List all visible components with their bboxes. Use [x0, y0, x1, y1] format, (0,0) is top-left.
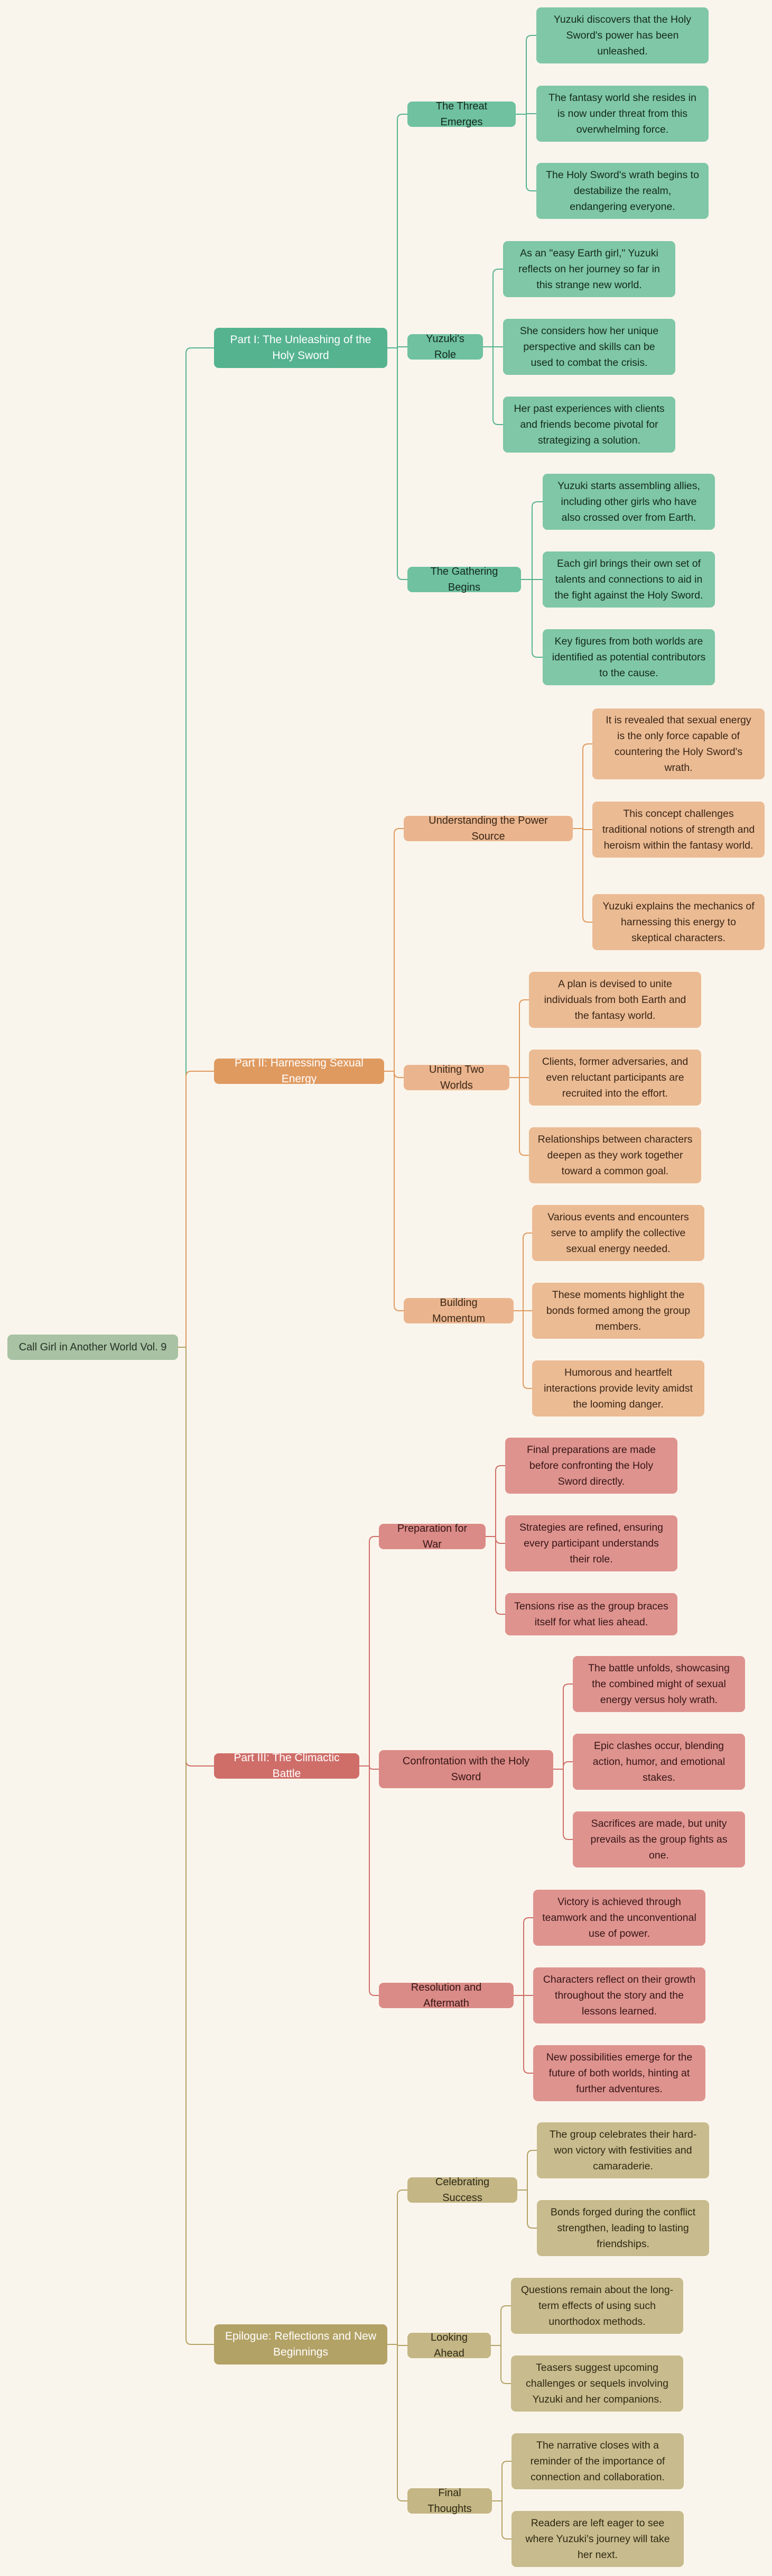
point-2-2-2: Clients, former adversaries, and even re…: [529, 1050, 701, 1106]
point-1-3-3: Key figures from both worlds are identif…: [543, 629, 715, 685]
part-1-node[interactable]: Part I: The Unleashing of the Holy Sword: [214, 328, 387, 368]
point-4-3-1: The narrative closes with a reminder of …: [511, 2433, 684, 2489]
topic-2-2-node[interactable]: Uniting Two Worlds: [404, 1064, 509, 1091]
point-3-1-2: Strategies are refined, ensuring every p…: [505, 1515, 677, 1571]
topic-2-3-node[interactable]: Building Momentum: [404, 1297, 514, 1324]
root-node[interactable]: Call Girl in Another World Vol. 9: [7, 1335, 178, 1360]
topic-4-3-node[interactable]: Final Thoughts: [407, 2487, 492, 2515]
topic-4-2-node[interactable]: Looking Ahead: [407, 2332, 491, 2359]
point-2-3-3: Humorous and heartfelt interactions prov…: [532, 1360, 704, 1416]
point-2-2-1: A plan is devised to unite individuals f…: [529, 972, 701, 1028]
point-1-1-1: Yuzuki discovers that the Holy Sword's p…: [536, 7, 709, 63]
point-3-2-1: The battle unfolds, showcasing the combi…: [573, 1656, 745, 1712]
point-2-3-2: These moments highlight the bonds formed…: [532, 1283, 704, 1339]
topic-2-1-node[interactable]: Understanding the Power Source: [404, 815, 573, 842]
topic-1-3-node[interactable]: The Gathering Begins: [407, 566, 521, 593]
topic-4-1-node[interactable]: Celebrating Success: [407, 2176, 517, 2204]
point-3-1-1: Final preparations are made before confr…: [505, 1438, 677, 1494]
point-3-2-2: Epic clashes occur, blending action, hum…: [573, 1734, 745, 1790]
point-4-1-2: Bonds forged during the conflict strengt…: [537, 2200, 709, 2256]
point-4-3-2: Readers are left eager to see where Yuzu…: [511, 2511, 684, 2567]
point-2-1-1: It is revealed that sexual energy is the…: [592, 709, 765, 779]
point-3-3-1: Victory is achieved through teamwork and…: [533, 1890, 705, 1946]
point-2-2-3: Relationships between characters deepen …: [529, 1127, 701, 1183]
topic-3-2-node[interactable]: Confrontation with the Holy Sword: [379, 1750, 553, 1788]
point-2-1-3: Yuzuki explains the mechanics of harness…: [592, 894, 765, 950]
topic-3-3-node[interactable]: Resolution and Aftermath: [379, 1982, 514, 2009]
topic-1-2-node[interactable]: Yuzuki's Role: [407, 333, 483, 361]
point-1-3-1: Yuzuki starts assembling allies, includi…: [543, 474, 715, 530]
point-3-1-3: Tensions rise as the group braces itself…: [505, 1593, 677, 1635]
point-1-2-2: She considers how her unique perspective…: [503, 319, 675, 375]
point-1-2-1: As an "easy Earth girl," Yuzuki reflects…: [503, 241, 675, 297]
point-3-3-3: New possibilities emerge for the future …: [533, 2045, 705, 2101]
point-1-1-3: The Holy Sword's wrath begins to destabi…: [536, 163, 709, 219]
topic-3-1-node[interactable]: Preparation for War: [379, 1523, 486, 1550]
point-3-2-3: Sacrifices are made, but unity prevails …: [573, 1811, 745, 1867]
part-2-node[interactable]: Part II: Harnessing Sexual Energy: [214, 1057, 384, 1085]
point-4-2-1: Questions remain about the long-term eff…: [511, 2278, 683, 2334]
part-3-node[interactable]: Part III: The Climactic Battle: [214, 1752, 359, 1780]
point-1-3-2: Each girl brings their own set of talent…: [543, 551, 715, 608]
point-2-3-1: Various events and encounters serve to a…: [532, 1205, 704, 1261]
point-4-2-2: Teasers suggest upcoming challenges or s…: [511, 2356, 683, 2412]
point-1-2-3: Her past experiences with clients and fr…: [503, 397, 675, 453]
point-3-3-2: Characters reflect on their growth throu…: [533, 1967, 705, 2023]
point-2-1-2: This concept challenges traditional noti…: [592, 802, 765, 858]
part-4-node[interactable]: Epilogue: Reflections and New Beginnings: [214, 2324, 387, 2365]
point-4-1-1: The group celebrates their hard-won vict…: [537, 2122, 709, 2178]
point-1-1-2: The fantasy world she resides in is now …: [536, 86, 709, 142]
topic-1-1-node[interactable]: The Threat Emerges: [407, 100, 516, 128]
